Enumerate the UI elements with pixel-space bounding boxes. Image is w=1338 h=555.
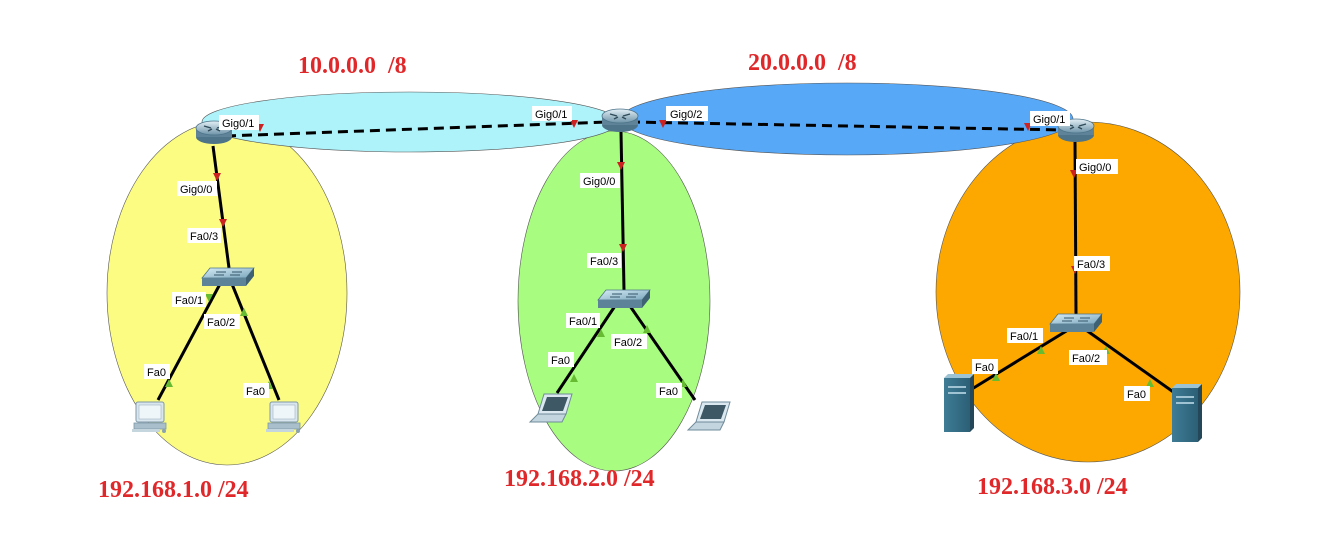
port-label: Gig0/0 <box>1079 162 1111 174</box>
pc-icon[interactable] <box>265 401 301 434</box>
switch-icon[interactable] <box>201 267 255 287</box>
server-icon[interactable] <box>1172 384 1202 442</box>
port-label: Fa0 <box>246 386 265 398</box>
port-label: Fa0/1 <box>1010 331 1038 343</box>
port-label: Gig0/1 <box>222 118 254 130</box>
network-label-lan-2: 192.168.2.0 /24 <box>504 466 655 492</box>
network-label-lan-1: 192.168.1.0 /24 <box>98 477 249 503</box>
pc-icon[interactable] <box>131 401 167 434</box>
port-label: Fa0/1 <box>175 295 203 307</box>
port-labels: Gig0/1 Gig0/0 Fa0/3 Fa0/1 Fa0/2 Fa0 Fa0 … <box>144 106 1150 401</box>
switch-icon[interactable] <box>1049 313 1103 333</box>
port-label: Fa0 <box>975 362 994 374</box>
port-label: Gig0/1 <box>1033 114 1065 126</box>
port-label: Gig0/1 <box>535 109 567 121</box>
wan-10-area <box>201 91 619 153</box>
port-label: Fa0/2 <box>614 337 642 349</box>
port-label: Fa0 <box>147 367 166 379</box>
port-label: Fa0 <box>551 355 570 367</box>
port-label: Fa0 <box>659 386 678 398</box>
port-label: Gig0/0 <box>583 176 615 188</box>
router-icon[interactable] <box>601 108 639 133</box>
port-label: Fa0/3 <box>590 256 618 268</box>
port-label: Gig0/2 <box>670 109 702 121</box>
switch-icon[interactable] <box>597 289 651 309</box>
port-label: Fa0/2 <box>1072 353 1100 365</box>
wan-link-r2-r3 <box>629 120 1065 132</box>
server-icon[interactable] <box>944 374 974 432</box>
port-label: Fa0/1 <box>569 316 597 328</box>
port-label: Gig0/0 <box>180 184 212 196</box>
laptop-icon[interactable] <box>687 401 731 431</box>
network-label-lan-3: 192.168.3.0 /24 <box>977 474 1128 500</box>
port-label: Fa0/2 <box>207 317 235 329</box>
port-label: Fa0 <box>1127 389 1146 401</box>
port-status-markers <box>165 120 1154 389</box>
network-label-wan-20: 20.0.0.0 /8 <box>748 50 857 76</box>
network-label-wan-10: 10.0.0.0 /8 <box>298 53 407 79</box>
port-label: Fa0/3 <box>190 231 218 243</box>
port-label: Fa0/3 <box>1077 259 1105 271</box>
